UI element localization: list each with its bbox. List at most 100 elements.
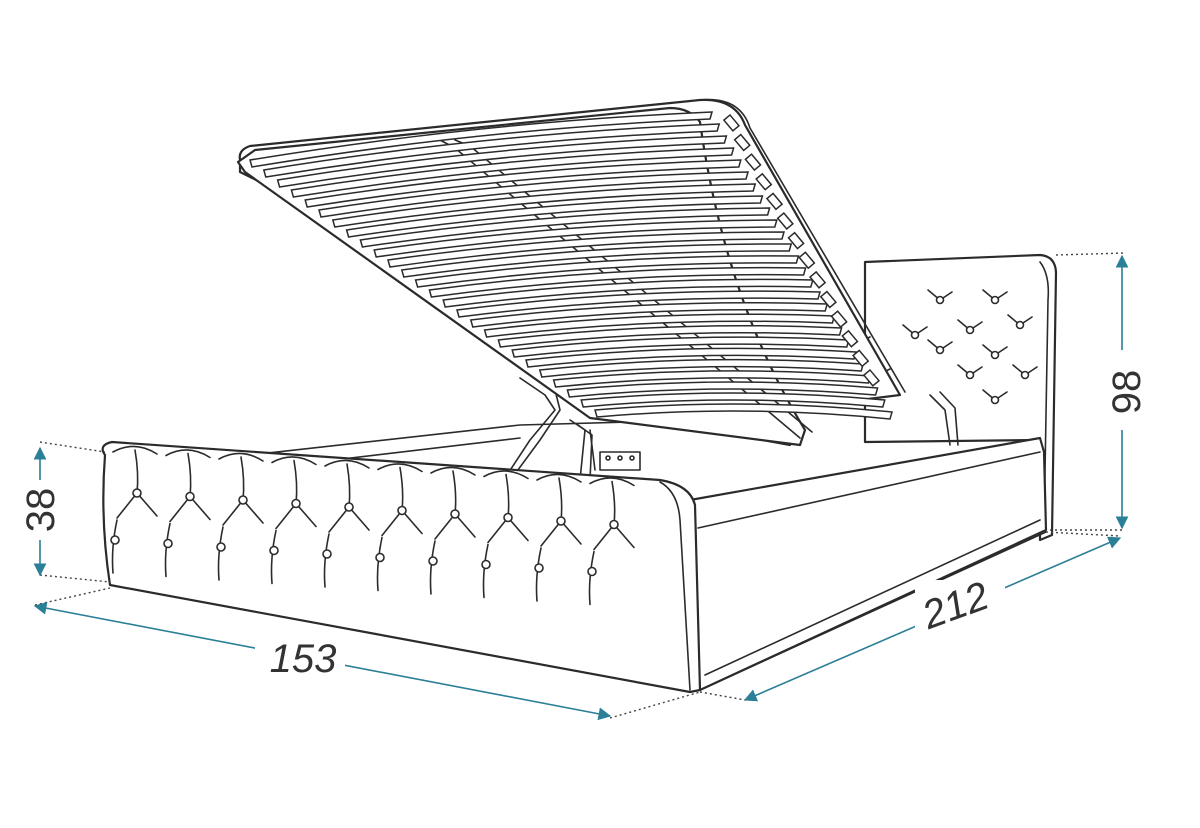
slat xyxy=(359,207,771,248)
slat-holder xyxy=(862,368,881,387)
slat xyxy=(304,159,742,208)
slat xyxy=(456,290,821,318)
pleat xyxy=(589,477,635,487)
slat xyxy=(552,370,872,388)
slat xyxy=(511,336,850,358)
tuft-button xyxy=(534,563,544,573)
width-label: 153 xyxy=(270,637,337,681)
pleat xyxy=(483,470,529,480)
slat xyxy=(414,255,800,288)
slat-holder xyxy=(798,251,816,270)
pleat xyxy=(328,506,370,533)
tuft-button xyxy=(990,350,1000,360)
slat-holder xyxy=(776,212,794,231)
slat xyxy=(580,392,886,408)
slat xyxy=(442,278,814,308)
slat-holder xyxy=(755,172,773,191)
slat xyxy=(331,183,757,228)
slat xyxy=(387,231,785,268)
tuft-button xyxy=(1020,370,1030,380)
pleat xyxy=(116,492,158,519)
tuft-button xyxy=(910,330,920,340)
tuft-button xyxy=(216,542,226,552)
tuft-button xyxy=(185,491,195,502)
slat xyxy=(400,243,793,278)
slat xyxy=(290,147,735,198)
pleat xyxy=(323,533,330,588)
tuft-button xyxy=(450,509,460,519)
headboard-height-label: 98 xyxy=(1105,370,1149,415)
pleat xyxy=(111,519,118,574)
pleat xyxy=(536,473,582,483)
slats xyxy=(249,111,893,420)
slat xyxy=(373,219,778,258)
tuft-button xyxy=(503,512,513,523)
pleat xyxy=(540,520,582,547)
tuft-button xyxy=(587,566,597,577)
tuft-button xyxy=(238,495,248,505)
tuft-button xyxy=(269,545,279,556)
pleat xyxy=(324,459,370,469)
tuft-button xyxy=(965,325,975,335)
pleat xyxy=(222,499,264,526)
tuft-button xyxy=(609,519,619,530)
tuft-button xyxy=(556,516,566,526)
slat xyxy=(538,358,865,378)
slat xyxy=(276,135,728,188)
pleat xyxy=(487,516,529,544)
pleat xyxy=(271,456,317,466)
pleat xyxy=(482,543,489,599)
pleat xyxy=(275,502,317,530)
pleat xyxy=(535,547,542,602)
dimension-lines xyxy=(20,254,1144,721)
footboard-height-label: 38 xyxy=(19,488,63,533)
tuft-button xyxy=(481,559,491,570)
slat xyxy=(249,111,714,168)
slat xyxy=(483,313,836,338)
tuft-button xyxy=(1015,320,1025,330)
pleat xyxy=(165,449,211,459)
slat xyxy=(566,381,879,398)
pleat xyxy=(434,513,476,540)
side-rail xyxy=(688,436,1048,692)
slat xyxy=(318,171,750,218)
pleat xyxy=(376,536,383,592)
pleat xyxy=(169,495,211,523)
footboard-tufting xyxy=(110,445,635,606)
pleat xyxy=(218,452,264,462)
headboard xyxy=(609,253,1058,542)
slat-holder xyxy=(722,113,741,132)
slat-holder xyxy=(830,310,848,329)
slat-holder xyxy=(733,133,751,152)
slat-holder xyxy=(841,329,859,348)
slat xyxy=(594,403,893,420)
footboard xyxy=(101,440,702,694)
slat xyxy=(262,123,721,178)
tuft-button xyxy=(132,488,142,498)
extension-lines xyxy=(34,252,1126,719)
tuft-button xyxy=(110,535,120,545)
pleat xyxy=(217,526,224,581)
tuft-button xyxy=(990,295,1000,305)
pleat xyxy=(112,445,158,455)
slat-holder xyxy=(787,231,805,250)
tuft-button xyxy=(935,295,945,305)
tuft-button xyxy=(990,395,1000,405)
slat-holder xyxy=(765,192,784,211)
tuft-button xyxy=(344,502,354,512)
tuft-button xyxy=(375,552,385,563)
slat xyxy=(428,266,807,298)
tuft-button xyxy=(397,505,407,516)
pleat xyxy=(164,522,171,578)
pleat xyxy=(430,466,476,476)
slat-holder xyxy=(852,349,870,368)
tuft-button xyxy=(163,538,173,549)
slat-holder xyxy=(808,270,827,289)
tuft-button xyxy=(965,370,975,380)
slat xyxy=(497,324,843,348)
gas-lift-right xyxy=(929,391,959,446)
slat-holders xyxy=(722,113,881,387)
pleat xyxy=(377,463,423,473)
tuft-button xyxy=(322,549,332,559)
